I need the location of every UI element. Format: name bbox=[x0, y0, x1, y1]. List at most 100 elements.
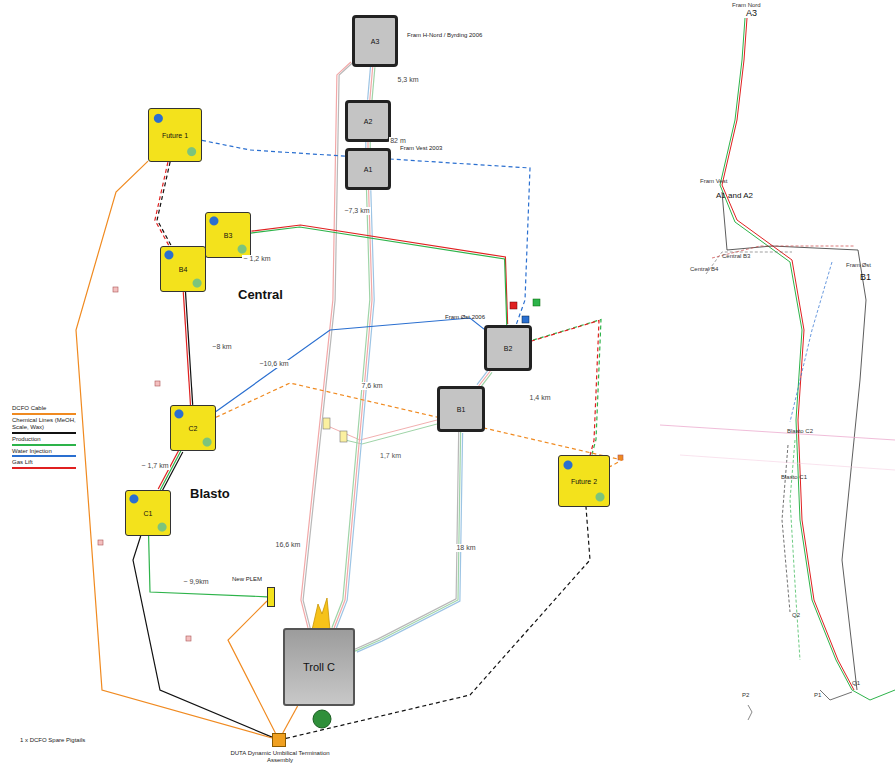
pipeline bbox=[481, 372, 493, 387]
node-label: C1 bbox=[144, 510, 153, 517]
distance-label: 5,3 km bbox=[396, 76, 419, 84]
node-label: B3 bbox=[224, 232, 233, 239]
node-label: B1 bbox=[457, 406, 466, 413]
connector bbox=[149, 536, 267, 597]
map-label: Central B4 bbox=[690, 266, 718, 272]
plem-marker bbox=[323, 418, 330, 429]
map-label: Q2 bbox=[792, 612, 800, 618]
marker bbox=[113, 287, 118, 292]
distance-label: ~10,6 km bbox=[259, 360, 290, 368]
legend-text: Gas Lift bbox=[12, 459, 76, 466]
connector bbox=[477, 370, 492, 388]
node-caption: New PLEM bbox=[232, 576, 276, 583]
pipeline bbox=[355, 432, 461, 651]
node-label: C2 bbox=[189, 425, 198, 432]
pipeline bbox=[228, 601, 275, 733]
legend-swatch bbox=[12, 444, 76, 446]
node-label: Future 1 bbox=[162, 132, 188, 139]
pipeline bbox=[251, 227, 507, 326]
note: 1,7 km bbox=[380, 452, 401, 459]
legend-text: Production bbox=[12, 436, 76, 443]
map-label: B1 bbox=[860, 272, 871, 282]
distance-label: 7,6 km bbox=[360, 382, 383, 390]
map-label: A1 and A2 bbox=[716, 191, 753, 200]
marker bbox=[186, 636, 191, 641]
note: 1 x DCFO Spare Pigtails bbox=[20, 737, 85, 743]
marker bbox=[98, 540, 103, 545]
legend-row: DCFO Cable bbox=[12, 405, 76, 415]
map-label: P1 bbox=[814, 692, 821, 698]
node-label: B4 bbox=[179, 266, 188, 273]
map-line bbox=[660, 425, 895, 440]
legend-row: Chemical Lines (MeOH, Scale, Wax) bbox=[12, 417, 76, 434]
distance-label: ~ 1,2 km bbox=[242, 255, 271, 263]
pipeline bbox=[157, 162, 171, 246]
connector bbox=[155, 162, 172, 246]
legend-swatch bbox=[12, 413, 76, 415]
subsea-template: C2 bbox=[170, 405, 216, 451]
pipeline bbox=[160, 451, 181, 490]
connector bbox=[332, 190, 374, 628]
node-label: Future 2 bbox=[571, 478, 597, 485]
node-label: A1 bbox=[364, 166, 373, 173]
area-label: Central bbox=[238, 287, 283, 302]
pipeline bbox=[531, 321, 599, 456]
subsea-template: B4 bbox=[160, 246, 206, 292]
plem-marker bbox=[340, 431, 347, 442]
subsea-template: Future 2 bbox=[558, 455, 610, 507]
distance-label: 1,4 km bbox=[528, 394, 551, 402]
connector bbox=[133, 536, 272, 737]
node-label: Troll C bbox=[303, 661, 335, 673]
pipeline bbox=[76, 161, 272, 738]
connector bbox=[368, 67, 375, 100]
platform-box: Troll C bbox=[283, 628, 355, 706]
node-caption: Fram Vest 2003 bbox=[400, 145, 462, 152]
node-caption: DUTA Dynamic Umbilical Termination Assem… bbox=[217, 750, 343, 764]
map-label: A3 bbox=[746, 8, 757, 18]
legend-text: Water Injection bbox=[12, 448, 76, 455]
pipeline bbox=[149, 536, 267, 597]
marker bbox=[522, 316, 529, 323]
subsea-template: A1 bbox=[345, 148, 391, 190]
distance-label: ~7,3 km bbox=[343, 207, 370, 215]
map-route bbox=[852, 690, 895, 700]
map-route bbox=[722, 18, 854, 690]
legend-row: Production bbox=[12, 436, 76, 446]
map-route bbox=[722, 192, 866, 690]
connector bbox=[183, 292, 192, 405]
pipeline bbox=[357, 433, 463, 652]
legend-row: Water Injection bbox=[12, 448, 76, 458]
node-label: A2 bbox=[364, 118, 373, 125]
map-route bbox=[706, 252, 792, 274]
marker bbox=[510, 302, 517, 309]
connector bbox=[283, 706, 298, 733]
pipeline bbox=[368, 67, 371, 100]
node-label: B2 bbox=[504, 345, 513, 352]
subsea-template: B1 bbox=[437, 386, 485, 432]
termination-box: DUTA Dynamic Umbilical Termination Assem… bbox=[272, 733, 286, 747]
distance-label: 18 km bbox=[455, 544, 476, 552]
connector bbox=[228, 601, 275, 733]
pipeline bbox=[479, 371, 491, 386]
map-route bbox=[790, 440, 800, 660]
connector bbox=[353, 431, 463, 652]
map-label: Blasto C2 bbox=[787, 428, 813, 434]
map-label: Blasto C1 bbox=[781, 474, 807, 480]
node-label: A3 bbox=[371, 38, 380, 45]
connector bbox=[202, 140, 530, 325]
marker bbox=[533, 299, 540, 306]
area-label: Blasto bbox=[190, 486, 230, 501]
node-caption: Fram H-Nord / Byrding 2006 bbox=[407, 32, 502, 39]
pipeline bbox=[202, 140, 530, 325]
subsea-template: B3 bbox=[205, 212, 251, 258]
pipeline bbox=[334, 190, 372, 628]
marker bbox=[155, 381, 160, 386]
pipeline bbox=[332, 190, 370, 628]
flare-symbol bbox=[312, 598, 330, 630]
map-route bbox=[712, 246, 854, 258]
map-route bbox=[782, 445, 790, 612]
legend-swatch bbox=[12, 467, 76, 469]
pipeline bbox=[533, 320, 601, 455]
